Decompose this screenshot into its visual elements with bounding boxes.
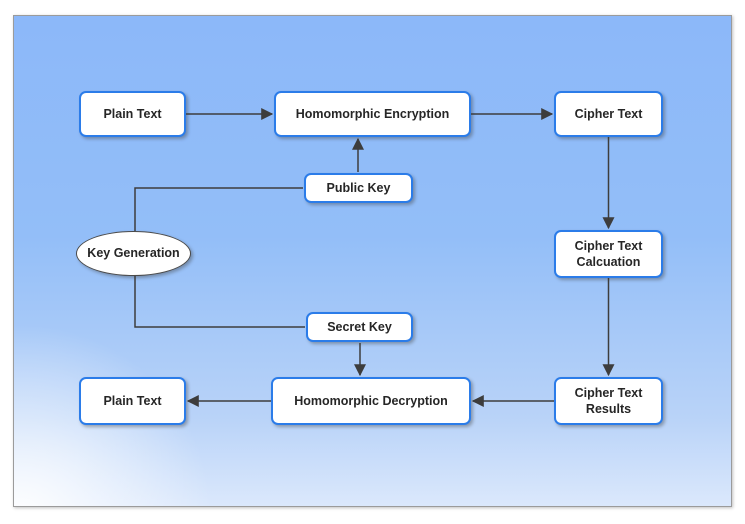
node-secret-key[interactable]: Secret Key bbox=[306, 312, 413, 342]
node-public-key[interactable]: Public Key bbox=[304, 173, 413, 203]
node-key-generation[interactable]: Key Generation bbox=[76, 231, 191, 276]
node-cipher-text[interactable]: Cipher Text bbox=[554, 91, 663, 137]
node-homomorphic-decryption[interactable]: Homomorphic Decryption bbox=[271, 377, 471, 425]
edge-keygen-to-secretkey bbox=[134, 276, 305, 328]
node-plain-text-bottom[interactable]: Plain Text bbox=[79, 377, 186, 425]
edge-keygen-to-publickey bbox=[134, 187, 303, 231]
node-cipher-text-calcuation[interactable]: Cipher Text Calcuation bbox=[554, 230, 663, 278]
node-homomorphic-encryption[interactable]: Homomorphic Encryption bbox=[274, 91, 471, 137]
node-plain-text-top[interactable]: Plain Text bbox=[79, 91, 186, 137]
node-cipher-text-results[interactable]: Cipher Text Results bbox=[554, 377, 663, 425]
diagram-canvas: Plain Text Homomorphic Encryption Cipher… bbox=[13, 15, 732, 507]
connector-layer bbox=[134, 108, 615, 407]
